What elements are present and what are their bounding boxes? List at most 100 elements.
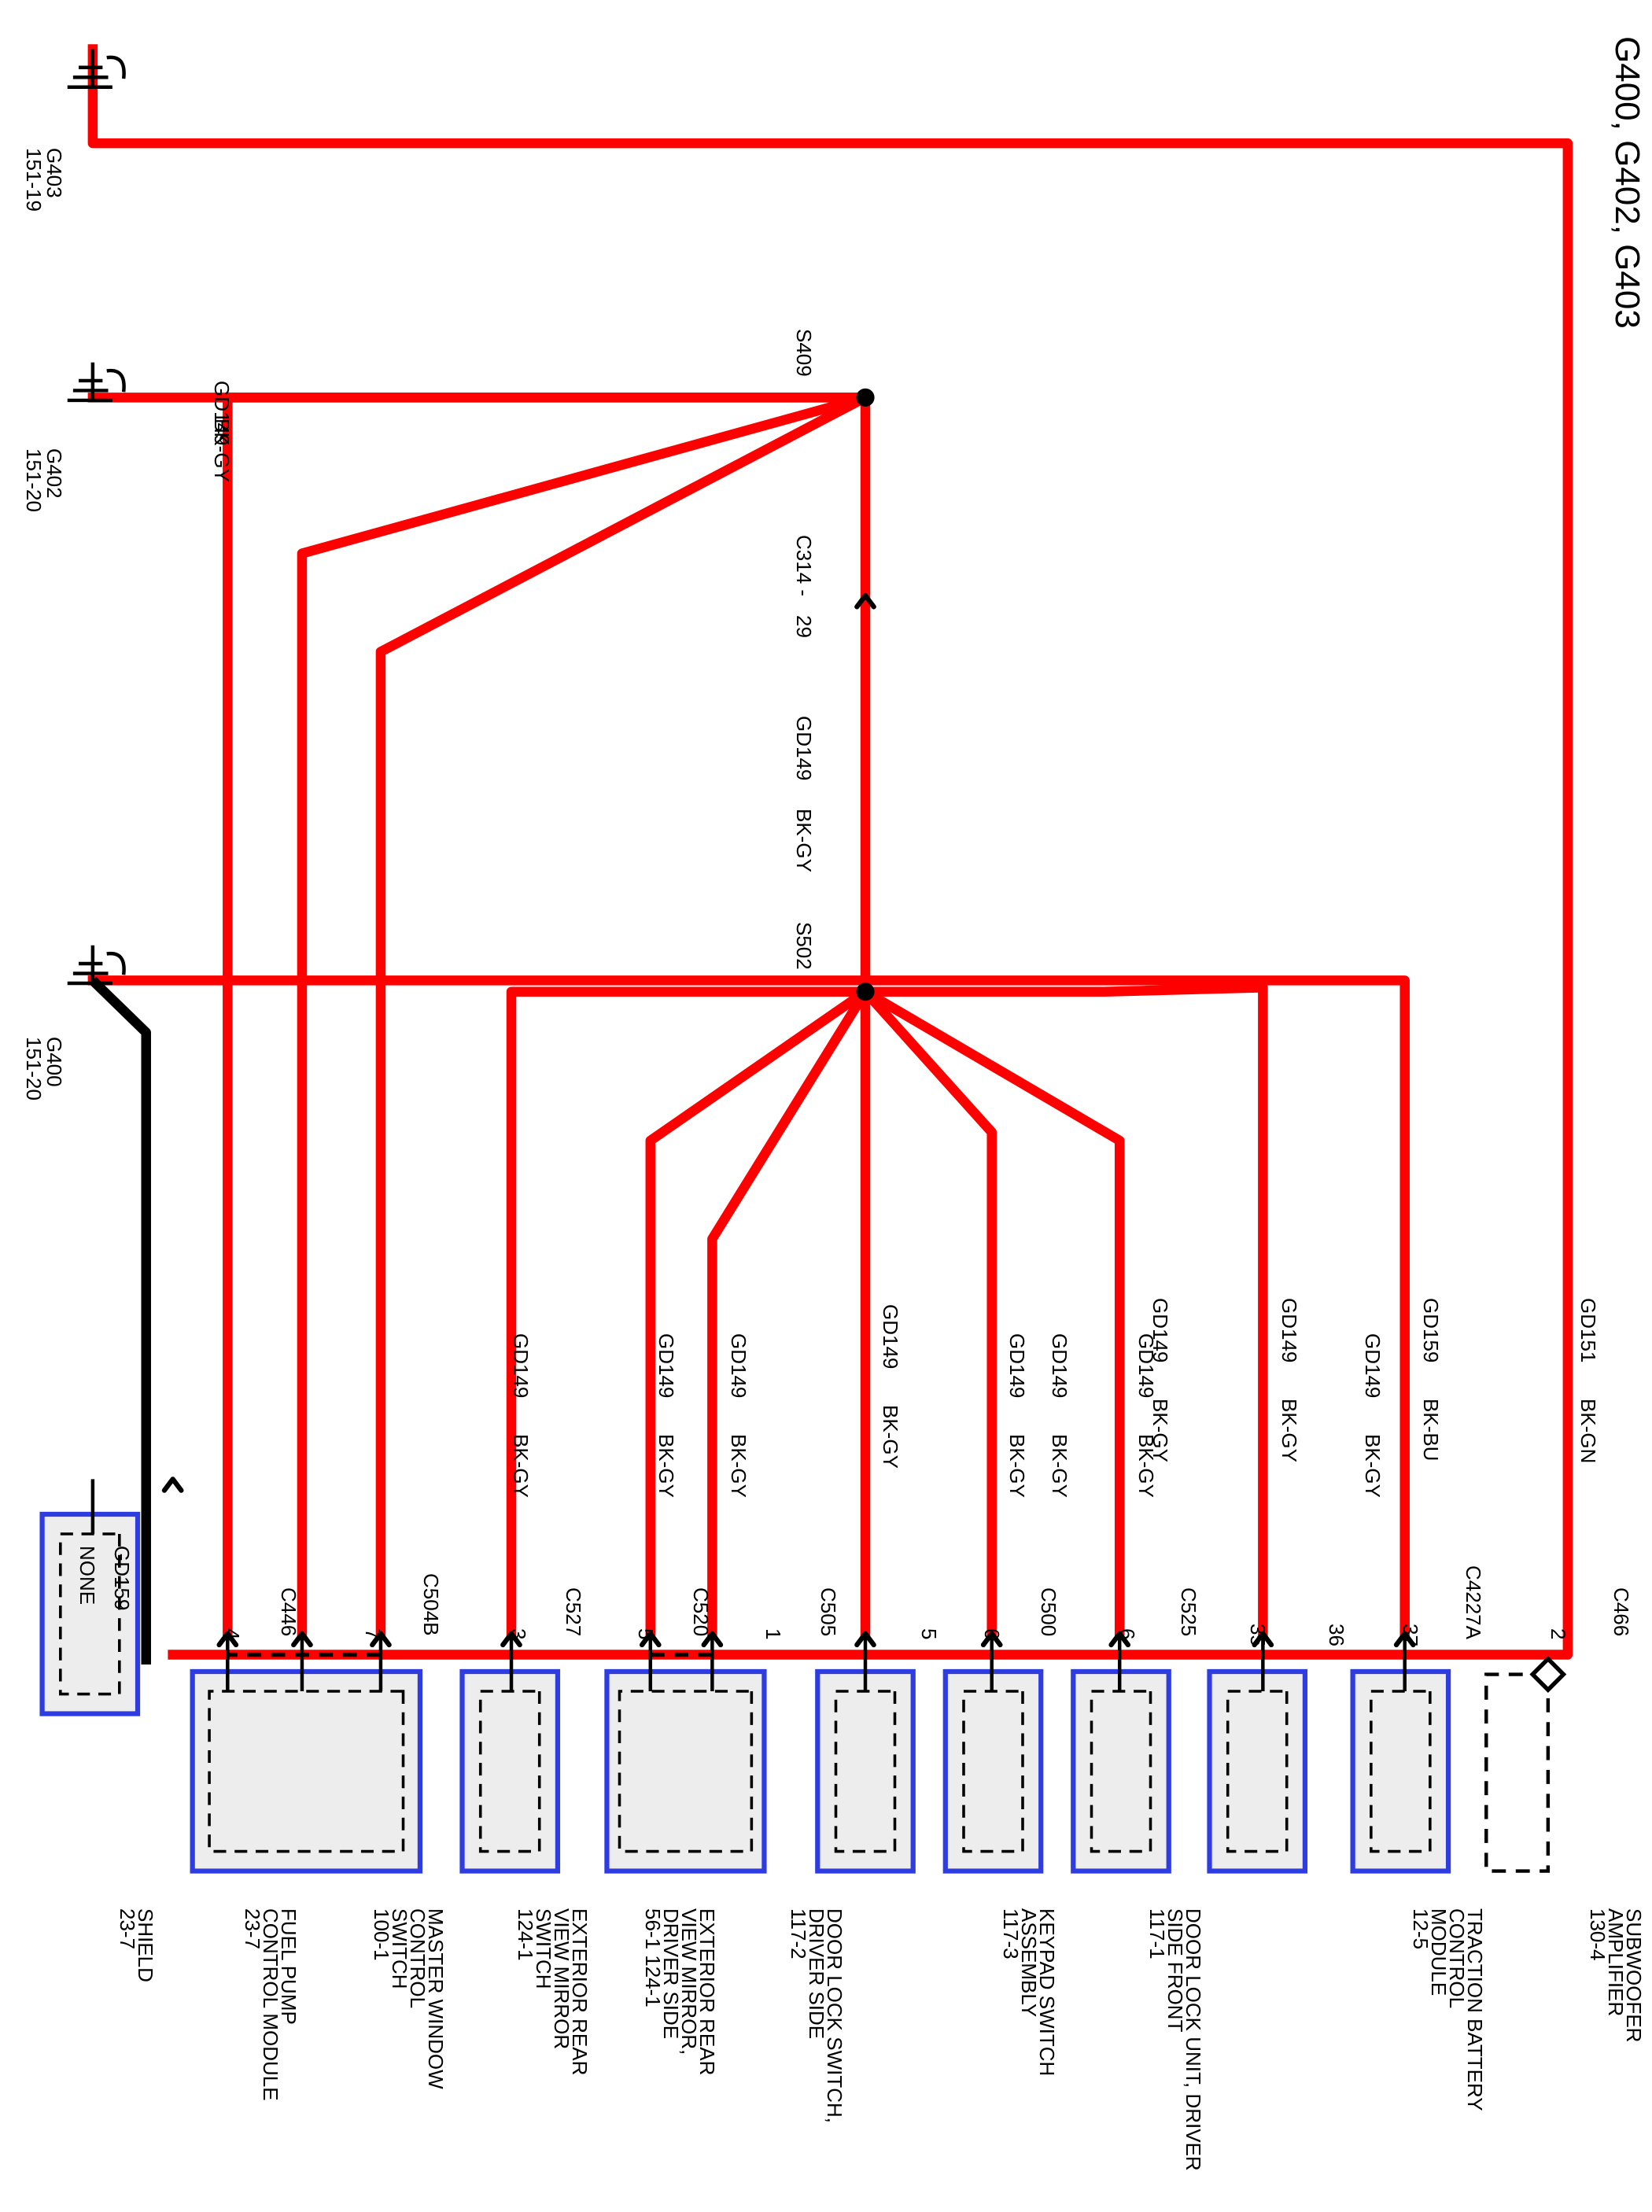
- component-keypad-switch-assembly: [604, 1633, 767, 1874]
- branch-circuit-label: GD149: [1048, 1333, 1071, 1398]
- ground-symbol-g400: [67, 945, 126, 986]
- top-wire-color: BK-GY: [210, 418, 234, 482]
- svg-text:EXTERIOR REAR: EXTERIOR REAR: [568, 1908, 592, 2075]
- svg-text:EXTERIOR REAR: EXTERIOR REAR: [695, 1908, 719, 2075]
- connector-label-c505: C505: [817, 1587, 840, 1636]
- branch-circuit-label: GD149: [879, 1304, 902, 1369]
- component-shield: [1484, 1656, 1567, 1873]
- branch-color-label: BK-GY: [1149, 1399, 1172, 1462]
- svg-text:56-1 124-1: 56-1 124-1: [641, 1908, 665, 2007]
- ground-label-g402-ref: 151-20: [22, 448, 46, 512]
- ground-symbol-g403: [67, 49, 126, 89]
- svg-text:100-1: 100-1: [370, 1908, 393, 1961]
- svg-text:FUEL PUMP: FUEL PUMP: [277, 1908, 301, 2025]
- component-door-lock-switch-driver-side: [815, 1633, 916, 1874]
- branch-circuit-label: GD149: [1361, 1333, 1385, 1398]
- splice-s502-label: S502: [792, 922, 816, 970]
- top-wire-circuit: GD149: [210, 381, 234, 445]
- inline-connector-arrow: [854, 593, 876, 610]
- branch-circuit-label: GD149: [1149, 1298, 1172, 1362]
- svg-text:124-1: 124-1: [514, 1908, 537, 1961]
- component-name-door-lock-switch-driver-side: DOOR LOCK SWITCH, DRIVER SIDE 117-2: [787, 1908, 846, 2123]
- connector-arrows: [161, 1477, 1416, 1657]
- component-exterior-rear-view-mirror-switch: [1071, 1633, 1171, 1874]
- inline-connector-label: C314 -: [792, 535, 816, 596]
- connector-label-c527: C527: [562, 1587, 585, 1636]
- connector-label-c4227a: C4227A: [1462, 1565, 1485, 1640]
- component-name-subwoofer-amplifier: SUBWOOFER AMPLIFIER 130-4: [1586, 1908, 1646, 2042]
- pin-number: 4: [220, 1628, 244, 1639]
- component-fuel-pump-control-module: [1350, 1633, 1451, 1874]
- wire-g400-shield: [89, 976, 151, 1665]
- pin-number: 5: [634, 1628, 658, 1639]
- wire-s502-c500-5: [707, 985, 872, 1639]
- svg-text:MODULE: MODULE: [1427, 1908, 1451, 1996]
- svg-text:DRIVER SIDE: DRIVER SIDE: [805, 1908, 828, 2039]
- svg-text:23-7: 23-7: [116, 1908, 139, 1949]
- branch-circuit-label: GD149: [1005, 1333, 1029, 1398]
- svg-text:MASTER WINDOW: MASTER WINDOW: [424, 1908, 448, 2089]
- shield-wire-color: NONE: [76, 1546, 99, 1605]
- pin-number: 2: [1547, 1628, 1570, 1639]
- wire-s502-c527: [858, 985, 1125, 1639]
- svg-text:SIDE FRONT: SIDE FRONT: [1163, 1908, 1187, 2033]
- svg-text:12-5: 12-5: [1409, 1908, 1433, 1949]
- connector-label-c520: C520: [689, 1587, 713, 1636]
- svg-text:SUBWOOFER: SUBWOOFER: [1622, 1908, 1646, 2042]
- wire-s502-c500-6: [645, 985, 872, 1639]
- wire-s409-c4227a-35: [375, 390, 872, 1639]
- svg-text:CONTROL: CONTROL: [1445, 1908, 1469, 2008]
- svg-text:ASSEMBLY: ASSEMBLY: [1017, 1908, 1041, 2017]
- branch-color-label: BK-GN: [1576, 1399, 1600, 1463]
- branch-circuit-label: GD149: [727, 1333, 750, 1398]
- wires: [87, 44, 1573, 1665]
- pin-number: 6: [980, 1628, 1004, 1639]
- branch-color-label: BK-GY: [509, 1434, 533, 1498]
- labels: G400, G402, G403 G403 151-19 G402 151-20…: [22, 36, 1646, 2171]
- inline-connector-pin: 29: [792, 615, 816, 638]
- component-door-lock-unit-driver-side-front: [459, 1633, 561, 1874]
- branch-color-label: BK-BU: [1419, 1399, 1443, 1461]
- branch-color-label: BK-GY: [727, 1434, 750, 1498]
- connector-label-c500: C500: [1037, 1587, 1060, 1636]
- pin-number: 1: [761, 1628, 785, 1639]
- pin-number: 36: [1325, 1624, 1348, 1646]
- svg-text:TRACTION BATTERY: TRACTION BATTERY: [1463, 1908, 1487, 2111]
- component-exterior-rear-view-mirror-driver-side: [942, 1633, 1044, 1874]
- branch-color-label: BK-GY: [879, 1405, 902, 1469]
- ground-label-g400-ref: 151-20: [22, 1037, 46, 1100]
- pin-number: 5: [917, 1628, 941, 1639]
- branch-circuit-label: GD159: [1419, 1298, 1443, 1362]
- diagram-title: G400, G402, G403: [1608, 36, 1646, 329]
- wire-g403-gd151: [87, 44, 1573, 1660]
- shield-wire-circuit: GD159: [110, 1546, 134, 1610]
- wire-s502-c520: [858, 984, 997, 1639]
- component-name-traction-battery-control-module: TRACTION BATTERY CONTROL MODULE 12-5: [1409, 1908, 1487, 2111]
- pin-number: 6: [1115, 1628, 1139, 1639]
- trunk-circuit: GD149: [792, 716, 816, 780]
- branch-circuit-label: GD149: [1278, 1298, 1301, 1362]
- svg-text:SWITCH: SWITCH: [388, 1908, 411, 1989]
- component-name-shield: SHIELD 23-7: [116, 1908, 157, 1982]
- branch-circuit-label: GD149: [1134, 1333, 1158, 1398]
- component-master-window-control-switch: [1207, 1633, 1308, 1874]
- component-name-exterior-rear-view-mirror-driver-side: EXTERIOR REAR VIEW MIRROR, DRIVER SIDE 5…: [641, 1908, 719, 2075]
- svg-text:CONTROL: CONTROL: [406, 1908, 430, 2008]
- svg-text:DOOR LOCK SWITCH,: DOOR LOCK SWITCH,: [823, 1908, 846, 2123]
- branch-color-label: BK-GY: [1005, 1434, 1029, 1498]
- branch-circuit-label: GD149: [655, 1333, 678, 1398]
- branch-color-label: BK-GY: [1048, 1434, 1071, 1498]
- ground-label-g400-id: G400: [42, 1037, 66, 1087]
- svg-text:117-3: 117-3: [999, 1908, 1023, 1959]
- component-name-keypad-switch-assembly: KEYPAD SWITCH ASSEMBLY 117-3: [999, 1908, 1059, 2076]
- branch-color-label: BK-GY: [1278, 1399, 1301, 1462]
- ground-label-g403-id: G403: [42, 148, 66, 198]
- component-traction-battery-control-module: [190, 1633, 423, 1874]
- svg-text:VIEW MIRROR,: VIEW MIRROR,: [677, 1908, 701, 2055]
- svg-text:DRIVER SIDE: DRIVER SIDE: [659, 1908, 683, 2039]
- branch-color-label: BK-GY: [1361, 1434, 1385, 1498]
- splice-s409-dot: [856, 388, 875, 407]
- component-name-fuel-pump-control-module: FUEL PUMP CONTROL MODULE 23-7: [241, 1908, 301, 2101]
- wire-s502-c525: [506, 986, 871, 1639]
- component-subwoofer-amplifier: [39, 1479, 141, 1716]
